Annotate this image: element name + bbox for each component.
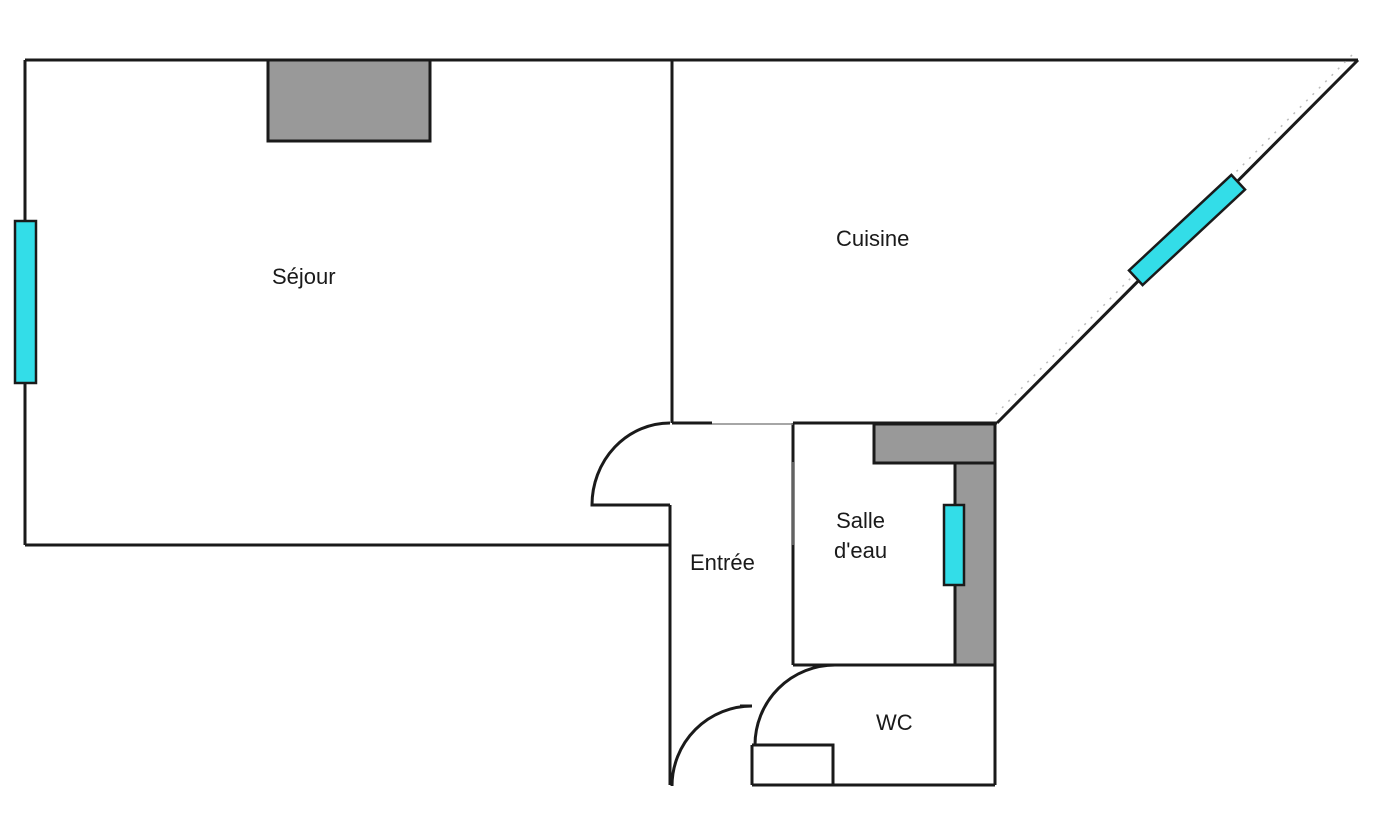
- salle-eau-window: [942, 503, 966, 587]
- front-door: [670, 704, 753, 787]
- salle-eau-label-line2: d'eau: [834, 537, 888, 563]
- cuisine-label: Cuisine: [836, 226, 910, 251]
- sejour-label: Séjour: [272, 264, 336, 289]
- entree-label: Entrée: [690, 550, 755, 575]
- salle-eau-label-line1: Salle: [836, 508, 886, 533]
- wc-walls: [750, 743, 995, 787]
- cuisine-window: [1127, 173, 1247, 287]
- cuisine-walls: [672, 58, 1360, 425]
- salle-eau-label: Salle d'eau: [834, 506, 887, 565]
- wc-door: [753, 663, 836, 746]
- fixtures: [266, 58, 997, 667]
- entree-walls: [668, 423, 795, 785]
- salle-eau-counter-top: [872, 422, 997, 465]
- entrance-sejour-door: [590, 421, 671, 507]
- windows: [13, 173, 1247, 587]
- sejour-fireplace: [266, 58, 432, 143]
- sejour-window: [13, 219, 38, 385]
- doors: [590, 421, 836, 787]
- wc-toilet-outline: [752, 743, 835, 785]
- wc-label: WC: [876, 710, 913, 735]
